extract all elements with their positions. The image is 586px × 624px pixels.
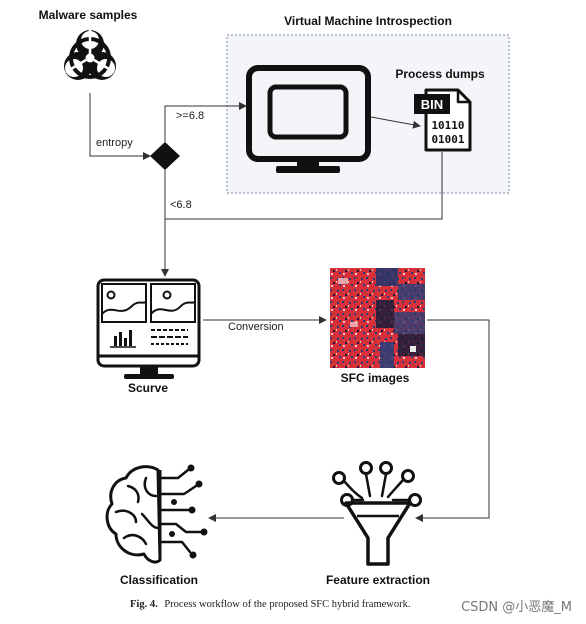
caption-text: Process workflow of the proposed SFC hyb… xyxy=(164,599,410,610)
edge-dumps-to-scurve xyxy=(165,152,443,220)
edge-label-low: <6.8 xyxy=(170,199,192,211)
feature-extraction-label: Feature extraction xyxy=(326,573,430,587)
decision-diamond xyxy=(150,142,180,170)
sfc-image xyxy=(330,268,425,368)
monitor-icon xyxy=(246,65,371,173)
edge-decision-to-vmi xyxy=(164,102,247,142)
funnel-icon xyxy=(332,461,422,566)
sfc-images-label: SFC images xyxy=(341,371,410,385)
figure-caption: Fig. 4. Process workflow of the proposed… xyxy=(130,599,410,610)
biohazard-icon xyxy=(64,30,116,80)
edge-label-entropy: entropy xyxy=(96,137,133,149)
classification-label: Classification xyxy=(120,573,198,587)
malware-samples-label: Malware samples xyxy=(39,8,138,22)
process-dumps-label: Process dumps xyxy=(395,67,485,81)
vmi-title: Virtual Machine Introspection xyxy=(284,14,452,28)
edge-malware-to-decision xyxy=(89,93,151,160)
watermark: CSDN @小恶魔_M xyxy=(461,600,572,615)
edge-label-conversion: Conversion xyxy=(228,321,284,333)
caption-label: Fig. 4. xyxy=(130,599,158,610)
edge-monitor-to-dumps xyxy=(370,116,421,129)
scurve-dashboard-icon xyxy=(96,278,201,379)
edge-label-high: >=6.8 xyxy=(176,110,204,122)
bin-file-icon: BIN 10110 01001 xyxy=(414,88,472,152)
bin-line-2: 01001 xyxy=(431,133,464,146)
bin-badge-text: BIN xyxy=(421,97,443,112)
scurve-label: Scurve xyxy=(128,381,168,395)
bin-line-1: 10110 xyxy=(431,119,464,132)
edge-sfc-to-feature xyxy=(415,319,490,522)
brain-icon xyxy=(105,464,208,564)
